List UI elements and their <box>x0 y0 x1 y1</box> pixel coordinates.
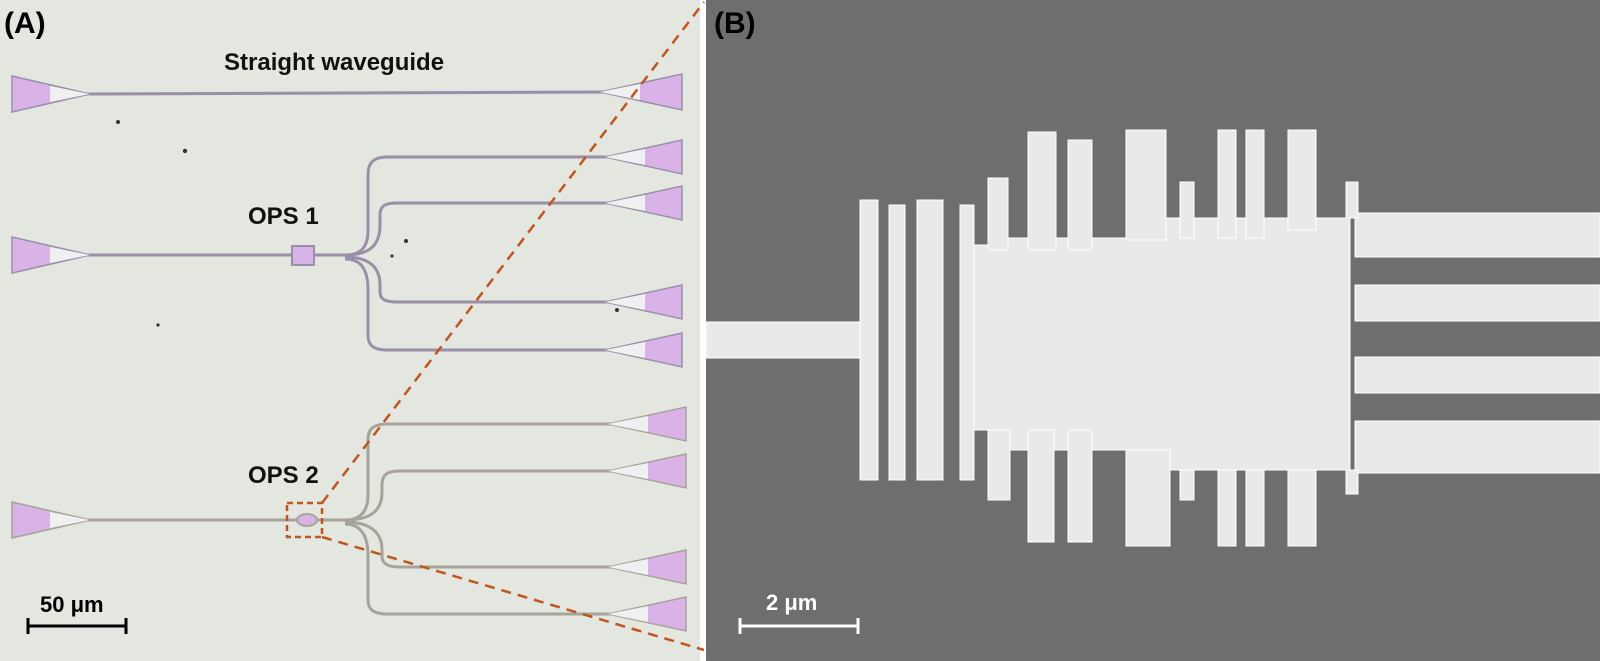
zoom-line-top <box>321 1 705 504</box>
zoom-box <box>285 501 324 539</box>
ops2-device <box>296 513 318 527</box>
label-ops1: OPS 1 <box>248 203 319 230</box>
ops2-waveguides <box>80 422 612 616</box>
ops1-device <box>291 245 315 266</box>
ops1-couplers <box>11 139 683 368</box>
label-ops2: OPS 2 <box>248 462 319 489</box>
coupler-right-ops2-3 <box>607 549 687 585</box>
coupler-right-ops2-2 <box>607 453 687 489</box>
coupler-right-ops1-4 <box>604 332 683 368</box>
panel-a: Straight waveguide OPS 1 OPS 2 (A) 50 μm <box>0 0 700 661</box>
label-straight-waveguide: Straight waveguide <box>224 49 444 76</box>
panel-b: (B) 2 μm <box>705 0 1600 661</box>
panel-a-background <box>0 0 700 661</box>
ops2-couplers <box>11 406 687 632</box>
scale-bar-a: 50 μm <box>26 592 128 634</box>
straight-waveguide <box>11 73 683 113</box>
scale-bar-b-text: 2 μm <box>766 590 817 615</box>
coupler-right-ops2-1 <box>607 406 687 442</box>
zoom-line-bottom <box>321 535 705 652</box>
zoom-connector-lines <box>321 1 705 652</box>
sem-gaps <box>1360 262 1600 416</box>
coupler-right-ops2-4 <box>607 596 687 632</box>
sem-structure <box>705 129 1600 547</box>
coupler-right-ops1-2 <box>604 185 683 221</box>
panel-b-label: (B) <box>714 7 756 40</box>
coupler-right-ops1-3 <box>604 284 683 320</box>
panel-a-label: (A) <box>4 7 46 40</box>
ops1-waveguides <box>80 155 612 352</box>
dust-specks <box>116 120 619 327</box>
scale-bar-b: 2 μm <box>738 590 860 634</box>
scale-bar-a-text: 50 μm <box>40 592 104 617</box>
coupler-right-ops1-1 <box>604 139 683 175</box>
